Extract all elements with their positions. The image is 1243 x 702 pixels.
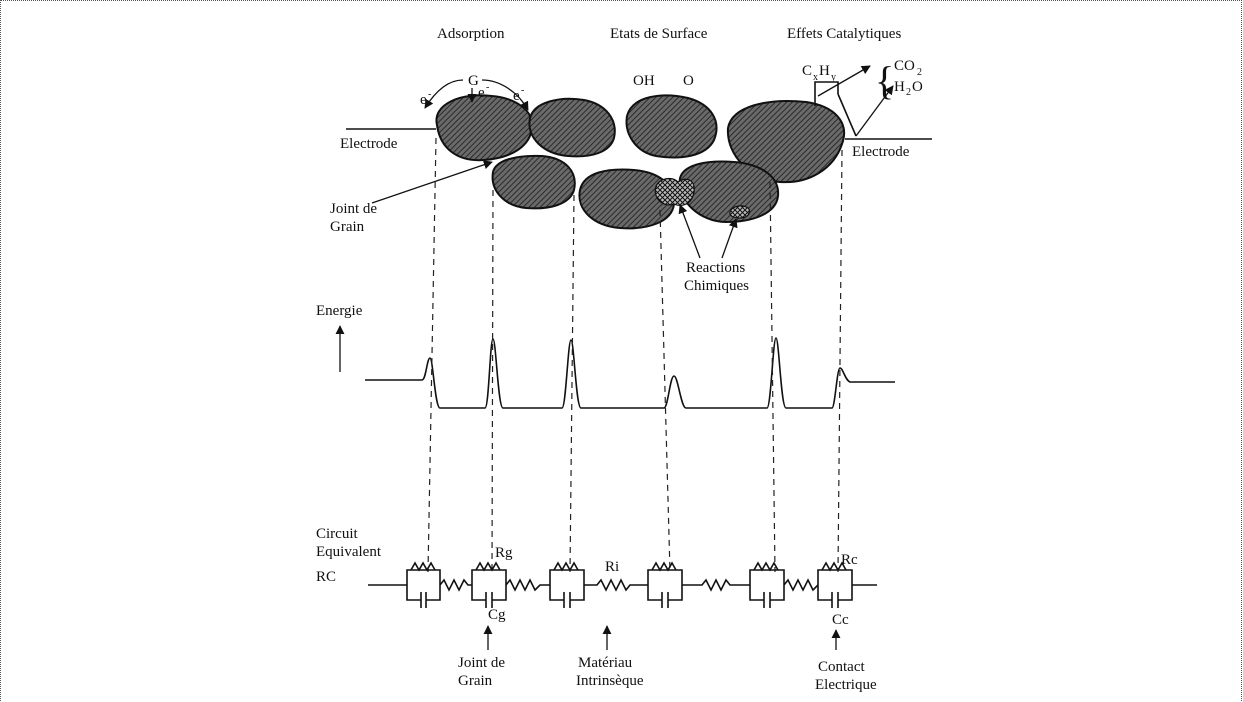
joint-grain-top-label: Joint de bbox=[330, 201, 377, 217]
materiau-label: Matériau bbox=[578, 655, 633, 671]
rc-element bbox=[647, 561, 683, 608]
circuit-label: RC bbox=[316, 569, 336, 585]
reactions-label: Chimiques bbox=[684, 278, 749, 294]
reaction-site bbox=[654, 177, 695, 207]
oxidation-arrow bbox=[817, 65, 871, 97]
grain bbox=[528, 97, 616, 158]
h2o-o: O bbox=[912, 79, 923, 95]
reaction-path-line bbox=[837, 93, 857, 137]
contact-label: Contact bbox=[818, 659, 865, 675]
joint-grain-bottom-label: Joint de bbox=[458, 655, 505, 671]
joint-grain-bottom-label: Grain bbox=[458, 673, 493, 689]
rc-label: Rc bbox=[841, 552, 858, 568]
electron-transfer-arrow bbox=[424, 79, 464, 109]
electron-charge: - bbox=[428, 89, 431, 100]
guide-line bbox=[569, 194, 575, 573]
joint-grain-top-label: Grain bbox=[330, 219, 365, 235]
resistor bbox=[505, 578, 550, 592]
electrode-right-label: Electrode bbox=[852, 144, 910, 160]
reaction-pointer bbox=[678, 204, 701, 259]
electron-label: e bbox=[420, 92, 427, 108]
electron-charge: - bbox=[486, 82, 489, 93]
header-etats-surface: Etats de Surface bbox=[610, 26, 708, 42]
resistor bbox=[783, 578, 819, 592]
rg-label: Rg bbox=[495, 545, 513, 561]
joint-grain-pointer bbox=[371, 160, 493, 204]
guide-line bbox=[427, 137, 437, 573]
grain-cluster bbox=[435, 94, 845, 230]
contact-label: Electrique bbox=[815, 677, 877, 693]
hydrocarbon-x: x bbox=[813, 72, 818, 83]
product-arrow bbox=[855, 85, 894, 137]
ri-label: Ri bbox=[605, 559, 619, 575]
resistor-ri bbox=[584, 578, 648, 592]
electron-label: e bbox=[478, 85, 485, 101]
circuit-label: Circuit bbox=[316, 526, 358, 542]
hydrocarbon-bracket bbox=[814, 81, 839, 106]
resistor bbox=[682, 578, 750, 592]
reactions-label: Reactions bbox=[686, 260, 745, 276]
circuit-label: Equivalent bbox=[316, 544, 382, 560]
products-brace: { bbox=[875, 58, 894, 103]
reaction-site bbox=[729, 205, 751, 219]
cg-label: Cg bbox=[488, 607, 506, 623]
electron-label: e bbox=[513, 88, 520, 104]
hydrocarbon-h: H bbox=[819, 63, 830, 79]
materiau-label: Intrinsèque bbox=[576, 673, 644, 689]
rc-element-grain bbox=[471, 561, 507, 608]
oh-species-label: OH bbox=[633, 73, 655, 89]
rc-element-contact bbox=[817, 561, 853, 608]
energie-label: Energie bbox=[316, 303, 363, 319]
grain bbox=[435, 94, 534, 162]
electron-charge: - bbox=[521, 85, 524, 96]
header-adsorption: Adsorption bbox=[437, 26, 505, 42]
grain bbox=[625, 94, 718, 159]
rc-element bbox=[549, 561, 585, 608]
electrode-left-label: Electrode bbox=[340, 136, 398, 152]
grain bbox=[491, 154, 576, 210]
equivalent-circuit bbox=[368, 561, 877, 608]
cc-label: Cc bbox=[832, 612, 849, 628]
electron-transfer-arrow bbox=[481, 79, 529, 111]
grain bbox=[678, 160, 780, 224]
rc-element bbox=[749, 561, 785, 608]
dashed-guides bbox=[427, 137, 843, 573]
guide-line bbox=[659, 209, 671, 573]
h2o-subscript: 2 bbox=[906, 87, 911, 98]
rc-element bbox=[406, 561, 441, 608]
energy-barrier-curve bbox=[365, 337, 895, 409]
guide-line bbox=[837, 149, 843, 573]
gas-molecule-label: G bbox=[468, 73, 479, 89]
reaction-pointer bbox=[721, 218, 738, 259]
hydrocarbon-y: y bbox=[831, 72, 836, 83]
co2-subscript: 2 bbox=[917, 67, 922, 78]
o-species-label: O bbox=[683, 73, 694, 89]
guide-line bbox=[491, 189, 494, 573]
header-effets-catalytiques: Effets Catalytiques bbox=[787, 26, 901, 42]
h2o-h: H bbox=[894, 79, 905, 95]
hydrocarbon-c: C bbox=[802, 63, 812, 79]
co2-label: CO bbox=[894, 58, 915, 74]
resistor bbox=[439, 578, 472, 592]
